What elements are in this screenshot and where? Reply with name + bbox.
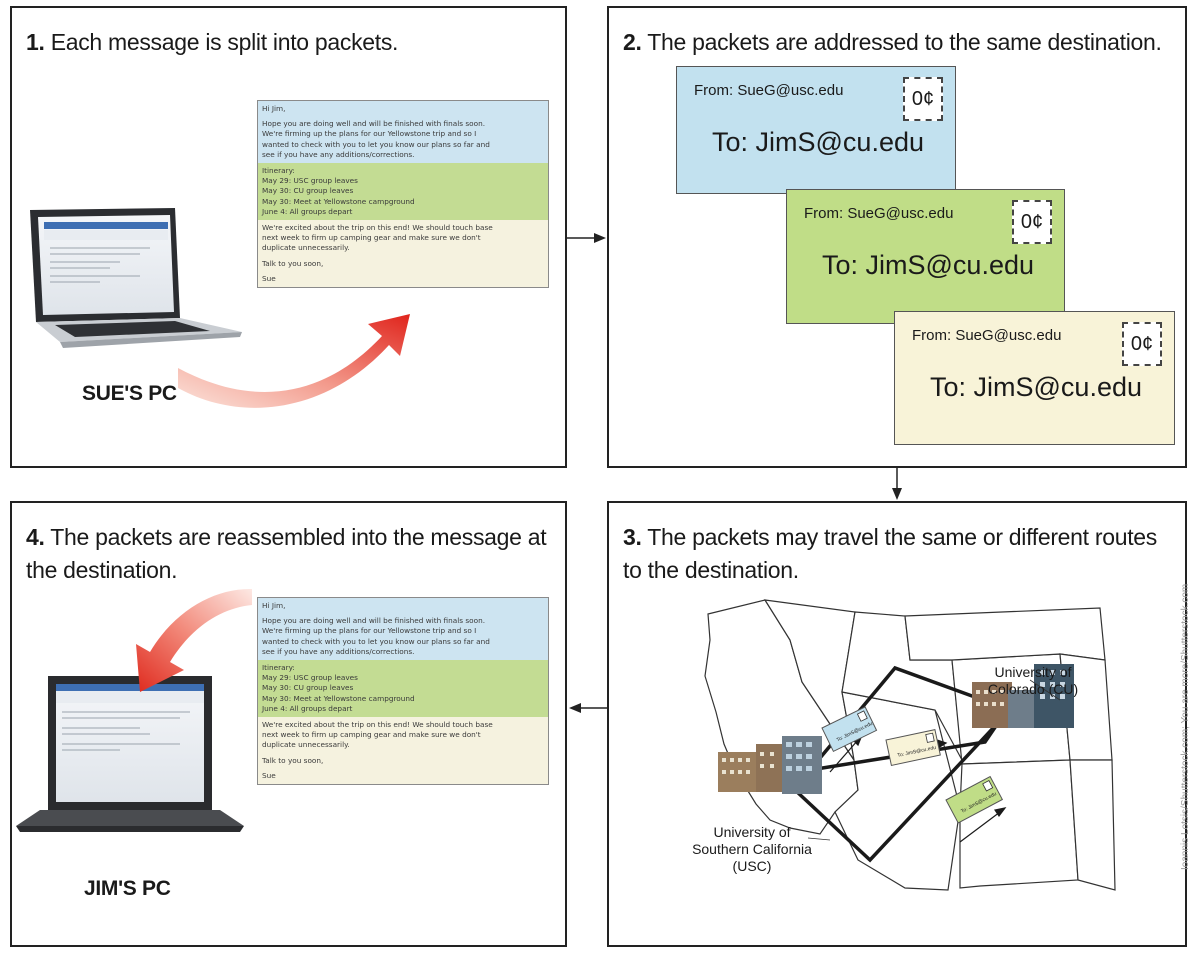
panel-1-title: 1. Each message is split into packets.	[26, 29, 399, 55]
cu-label: University of Colorado (CU)	[987, 664, 1079, 697]
envelope-from: From: SueG@usc.edu	[912, 327, 1062, 344]
mini-packet-cream: To: JimS@cu.edu	[885, 729, 941, 767]
connector-arrow-icon	[567, 233, 606, 243]
message-packet-3: We're excited about the trip on this end…	[258, 220, 548, 288]
envelope-to: To: JimS@cu.edu	[930, 372, 1142, 402]
message-packet-1: Hi Jim, Hope you are doing well and will…	[258, 598, 548, 661]
envelope-from: From: SueG@usc.edu	[804, 205, 954, 222]
message-packet-1: Hi Jim, Hope you are doing well and will…	[258, 101, 548, 164]
cu-building-icon	[972, 664, 1074, 728]
sues-pc-label: SUE'S PC	[82, 382, 177, 405]
curved-arrow-icon	[136, 588, 252, 692]
connector-arrow-icon	[892, 468, 902, 500]
packet-envelope-cream: From: SueG@usc.edu To: JimS@cu.edu 0¢	[894, 311, 1175, 445]
panel-2-title: 2. The packets are addressed to the same…	[623, 29, 1162, 55]
panel-3-title: 3. The packets may travel the same or di…	[623, 524, 1157, 583]
laptop-icon	[30, 208, 242, 348]
stamp-icon: 0¢	[903, 77, 943, 121]
connector-arrow-icon	[569, 703, 607, 713]
reassembled-message: Hi Jim, Hope you are doing well and will…	[257, 597, 549, 786]
photo-credit: Ioannis Lotsis/Shutterstock.com; You are…	[1180, 583, 1191, 870]
email-message: Hi Jim, Hope you are doing well and will…	[257, 100, 549, 289]
usc-label: University of Southern California (USC)	[692, 824, 812, 874]
curved-arrow-icon	[178, 314, 410, 408]
envelope-to: To: JimS@cu.edu	[712, 127, 924, 157]
stamp-icon: 0¢	[1122, 322, 1162, 366]
panel-4-title: 4. The packets are reassembled into the …	[26, 524, 547, 583]
envelope-to: To: JimS@cu.edu	[822, 250, 1034, 280]
envelope-from: From: SueG@usc.edu	[694, 82, 844, 99]
message-greeting: Hi Jim,	[262, 601, 286, 610]
message-packet-3: We're excited about the trip on this end…	[258, 717, 548, 785]
laptop-icon	[16, 676, 244, 832]
usc-building-icon	[718, 736, 822, 794]
stamp-icon: 0¢	[1012, 200, 1052, 244]
jims-pc-label: JIM'S PC	[84, 877, 171, 900]
packet-envelope-blue: From: SueG@usc.edu To: JimS@cu.edu 0¢	[676, 66, 956, 194]
message-greeting: Hi Jim,	[262, 104, 286, 113]
